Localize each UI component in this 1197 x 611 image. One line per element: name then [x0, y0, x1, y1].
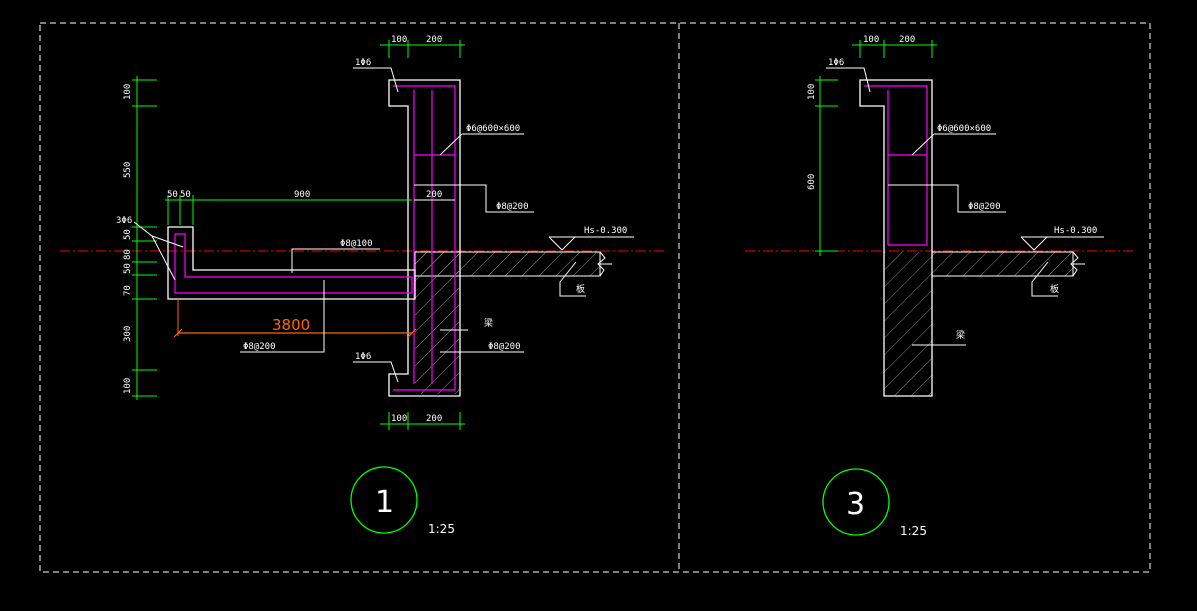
label-ground-mark-3: 板 — [1050, 283, 1059, 295]
dim-inner: 200 — [426, 190, 442, 200]
detail-1-bubble — [350, 466, 418, 534]
dim-left-2: 550 — [123, 162, 133, 178]
label-level-3: Hs-0.300 — [1054, 226, 1097, 236]
leader-wall-top — [414, 184, 534, 213]
wall-below-grade-hatch — [415, 252, 460, 394]
detail-3-scale: 1:25 — [900, 524, 927, 538]
dim-top-3-2: 200 — [899, 35, 915, 45]
dim-bottom-1: 100 — [391, 414, 407, 424]
dim-left-4: 80 — [123, 249, 133, 260]
leader-ground-mark — [559, 261, 586, 297]
dim-top-2: 200 — [426, 35, 442, 45]
ground-slab-section-3 — [931, 251, 1074, 277]
detail-1-number: 1 — [375, 485, 394, 520]
detail-1-scale: 1:25 — [428, 522, 455, 536]
label-top-bar-3: 1Φ6 — [828, 58, 844, 68]
detail-3-number: 3 — [846, 487, 865, 522]
dim-top-1: 100 — [391, 35, 407, 45]
dim-bottom-2: 200 — [426, 414, 442, 424]
detail-1[interactable]: 3800 100 200 100 200 100 550 50 — [60, 35, 665, 536]
label-wall-bottom: Φ8@200 — [488, 342, 521, 352]
dim-slab-2: 50 — [180, 190, 191, 200]
label-left-bars: 3Φ6 — [116, 216, 132, 226]
highlight-dimension-tick-right — [407, 328, 417, 338]
break-line-3 — [1070, 251, 1079, 277]
leader-slab-top — [291, 248, 380, 273]
label-top-bar: 1Φ6 — [355, 58, 371, 68]
label-mesh-3: Φ6@600×600 — [937, 124, 991, 134]
wall-below-grade-hatch-3 — [884, 252, 932, 396]
label-bottom-bar: 1Φ6 — [355, 352, 371, 362]
detail-3-bubble — [822, 468, 890, 536]
label-mesh: Φ6@600×600 — [466, 124, 520, 134]
label-level: Hs-0.300 — [584, 226, 627, 236]
dim-left-ticks — [132, 79, 157, 397]
sheet-frame — [39, 22, 1151, 573]
dim-slab-ticks — [167, 195, 194, 225]
leader-top-bar-3 — [826, 67, 871, 93]
label-slab-bottom: Φ8@200 — [243, 342, 276, 352]
dim-slab-3: 900 — [294, 190, 310, 200]
dim-left-8: 100 — [123, 378, 133, 394]
leader-top-bar — [353, 67, 399, 93]
highlight-dimension-value: 3800 — [272, 316, 310, 334]
wall-rebar-outer — [393, 85, 456, 391]
leader-bottom-bar — [353, 361, 399, 383]
level-symbol — [548, 236, 577, 251]
level-symbol-3 — [1020, 236, 1049, 251]
slab-outline — [167, 226, 416, 300]
leader-ground-mark-3 — [1031, 261, 1058, 297]
dim-left-7: 300 — [123, 326, 133, 342]
leader-slab-bottom — [240, 280, 325, 353]
dim-top-3-1: 100 — [863, 35, 879, 45]
slab-rebar — [174, 233, 413, 294]
label-wall-mark: 梁 — [484, 317, 493, 329]
dim-left-3: 50 — [123, 229, 133, 240]
wall-rebar-3 — [864, 85, 928, 246]
leader-mesh — [439, 133, 524, 156]
label-wall-3: Φ8@200 — [968, 202, 1001, 212]
leader-wall-3 — [888, 184, 1006, 213]
wall-outline-3 — [859, 79, 933, 397]
break-line — [597, 251, 606, 277]
leader-left-bars-b — [151, 235, 184, 248]
dim-left-3-1: 100 — [807, 84, 817, 100]
dim-left-3-2: 600 — [807, 174, 817, 190]
label-wall-top: Φ8@200 — [496, 202, 529, 212]
label-wall-mark-3: 梁 — [956, 329, 965, 341]
dim-slab-1: 50 — [167, 190, 178, 200]
dim-left-1: 100 — [123, 84, 133, 100]
leader-mesh-3 — [911, 133, 996, 156]
detail-3[interactable]: 100 200 100 600 1Φ6 Φ6@600×600 Φ8@200 梁 … — [745, 35, 1135, 538]
label-slab-top: Φ8@100 — [340, 239, 373, 249]
label-ground-mark: 板 — [576, 283, 585, 295]
dim-left-5: 50 — [123, 263, 133, 274]
dim-left-6: 70 — [123, 285, 133, 296]
